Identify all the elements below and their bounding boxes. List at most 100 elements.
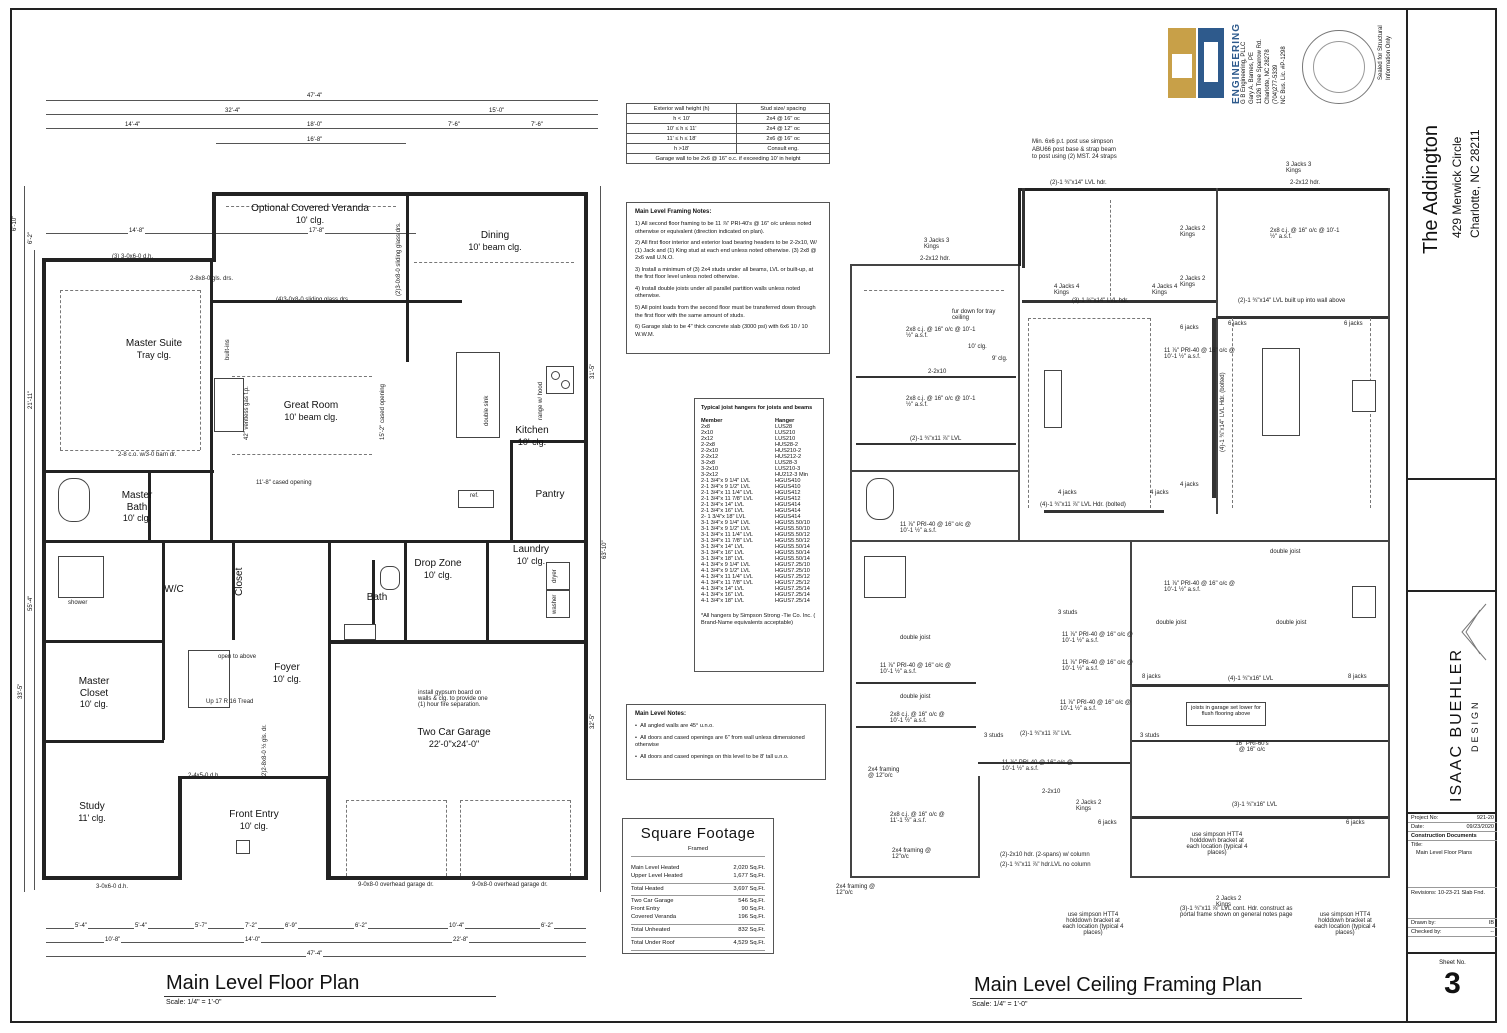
floor-plan-scale: Scale: 1/4" = 1'-0" xyxy=(166,999,222,1006)
joist-label: 11 ⅞" PRI-40 @ 16" o/c @ 10'-1 ½" a.s.f. xyxy=(1002,760,1074,772)
garage-wall xyxy=(330,640,586,644)
project-city: Charlotte, NC 28211 xyxy=(1468,129,1482,238)
tub-outline xyxy=(866,478,894,520)
hanger-table: Typical joist hangers for joists and bea… xyxy=(694,398,824,672)
double-joist-label: double joist xyxy=(900,694,931,700)
project-address: 429 Merwick Circle xyxy=(1450,136,1464,238)
hanger-member: 2-1 3/4"x 9 1/2" LVL xyxy=(701,483,751,490)
interior-wall xyxy=(210,262,213,540)
sf-label: Main Level Heated xyxy=(631,865,680,871)
plan-wall xyxy=(1388,188,1390,878)
jack-label: 3 Jacks 3 Kings xyxy=(924,238,950,250)
exterior-wall xyxy=(42,876,182,880)
beam xyxy=(1216,316,1388,319)
shower-outline xyxy=(864,556,906,598)
lvl-header xyxy=(1018,188,1390,191)
dim-line xyxy=(46,233,416,234)
sf-label: Total Heated xyxy=(631,885,664,892)
hanger-model: HU212-3 Min xyxy=(775,471,808,478)
framing-label: 2x4 framing @ 12"o/c xyxy=(868,767,900,779)
title-block: The Addington 429 Merwick Circle Charlot… xyxy=(1406,8,1497,1023)
jack-label: 4 jacks xyxy=(1180,482,1199,488)
sf-value: 1,677 Sq.Ft. xyxy=(733,872,765,879)
beam-bolted xyxy=(1212,318,1216,498)
designer-name: ISAAC BUEHLER xyxy=(1448,647,1465,802)
revisions: Revisions: 10-23-21 Slab Fnd. xyxy=(1408,888,1497,919)
cased-opening-label: 11'-8" cased opening xyxy=(256,480,312,486)
open-to-above-label: open to above xyxy=(218,654,257,660)
note-item: 1) All second floor framing to be 11 ⅞" … xyxy=(635,221,812,235)
sheet-number: 3 xyxy=(1444,967,1461,1000)
exterior-wall xyxy=(330,876,588,880)
tray-ceiling-line xyxy=(60,290,61,450)
framing-notes: Main Level Framing Notes: 1) All second … xyxy=(626,202,830,354)
beam xyxy=(856,682,976,684)
blank-cell xyxy=(1408,480,1497,592)
dim-label: 10'-8" xyxy=(104,937,122,943)
sf-value: 4,529 Sq.Ft. xyxy=(733,939,765,946)
joist-label: 2x8 c.j. @ 16" o/c @ 10'-1 ½" a.s.f. xyxy=(906,396,976,408)
designer-house-icon xyxy=(1461,603,1487,661)
garage-door-label: 9-0x8-0 overhead garage dr. xyxy=(472,882,548,888)
garage-joist-note: joists in garage set lower for flush flo… xyxy=(1186,702,1266,726)
holddown-note: use simpson HTT4 holddown bracket at eac… xyxy=(1186,832,1248,856)
joist-label: 2x8 c.j. @ 16" o/c @ 10'-1 ½" a.s.f. xyxy=(890,712,945,724)
interior-wall xyxy=(44,470,214,473)
hanger-title: Typical joist hangers for joists and bea… xyxy=(701,405,813,411)
hanger-col-hanger: Hanger xyxy=(775,417,795,424)
garage-door-label: 9-0x8-0 overhead garage dr. xyxy=(358,882,434,888)
dim-label: 17'-8" xyxy=(308,228,326,234)
interior-wall xyxy=(486,540,489,640)
wall-stud-table: Exterior wall height (h)Stud size/ spaci… xyxy=(625,103,830,164)
table-cell: 11' ≤ h ≤ 18' xyxy=(625,133,738,144)
seal-note: Sealed for Structural Information Only xyxy=(1378,25,1392,80)
jack-label: 2 Jacks 2 Kings xyxy=(1180,276,1206,288)
dim-line xyxy=(46,128,598,129)
hanger-model: HGUS412 xyxy=(775,489,801,496)
interior-wall xyxy=(212,300,462,303)
dim-label: 6'-2" xyxy=(540,923,554,929)
plan-wall xyxy=(850,264,1020,266)
table-cell: 2x4 @ 16" oc xyxy=(736,113,830,124)
tray-ceiling-line xyxy=(60,450,200,451)
sf-label: Total Unheated xyxy=(631,926,670,933)
plan-wall xyxy=(1018,188,1021,266)
dim-label: 47'-4" xyxy=(306,951,324,957)
sf-label: Two Car Garage xyxy=(631,898,674,905)
plan-wall xyxy=(1018,266,1020,540)
engineer-seal-icon xyxy=(1302,30,1376,104)
washer-label: washer xyxy=(552,594,558,614)
framing-label: 2x4 framing @ 12"o/c xyxy=(892,848,932,860)
hanger-member: 2-2x8 xyxy=(701,441,715,448)
exterior-wall xyxy=(584,192,588,880)
dim-label: 63'-10" xyxy=(602,539,608,560)
window-label: (3) 3-0x6-0 d.h. xyxy=(112,254,154,260)
hanger-model: LUS28-3 xyxy=(775,459,798,466)
dim-label: 5'-4" xyxy=(134,923,148,929)
beam-label: (4)-1 ¾"x16" LVL xyxy=(1228,676,1274,682)
floor-plan-title: Main Level Floor Plan xyxy=(166,972,360,994)
dim-line xyxy=(46,928,586,929)
dim-line xyxy=(46,114,406,115)
studs-label: 3 studs xyxy=(984,733,1004,739)
room-bath: Bath xyxy=(366,592,388,603)
plan-wall xyxy=(852,470,1018,472)
hanger-member: 3-1 3/4"x 9 1/2" LVL xyxy=(701,526,751,533)
hanger-model: HGUS410 xyxy=(775,483,801,490)
garage-door-line xyxy=(460,800,461,876)
table-cell: 2x6 @ 16" oc xyxy=(736,133,830,144)
dim-label: 31'-5" xyxy=(590,362,596,380)
framing-plan-title: Main Level Ceiling Framing Plan xyxy=(974,974,1262,996)
hanger-model: HGUS412 xyxy=(775,495,801,502)
dim-line xyxy=(46,100,598,101)
jack-label: 6 jacks xyxy=(1344,321,1363,327)
